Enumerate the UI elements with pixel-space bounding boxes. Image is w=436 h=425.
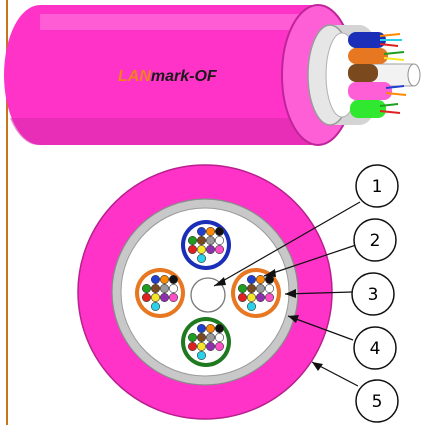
callout-4: 4 xyxy=(353,326,397,370)
leader-line-4 xyxy=(287,315,354,341)
cable-jacket-shade xyxy=(10,118,323,146)
fiber xyxy=(206,227,216,237)
svg-text:4: 4 xyxy=(370,339,381,359)
fiber xyxy=(188,236,198,246)
fiber xyxy=(160,283,170,293)
fiber xyxy=(197,236,207,246)
svg-text:1: 1 xyxy=(372,177,383,197)
fiber xyxy=(215,341,225,351)
fiber xyxy=(206,236,216,246)
fiber xyxy=(160,274,170,284)
fiber xyxy=(255,274,265,284)
fiber xyxy=(215,227,225,237)
tube-bottom-green xyxy=(181,317,231,367)
fiber xyxy=(247,274,257,284)
fiber xyxy=(264,292,274,302)
svg-text:5: 5 xyxy=(372,392,383,412)
fiber xyxy=(247,292,257,302)
brand-prefix: LAN xyxy=(118,68,151,85)
fiber xyxy=(142,283,152,293)
fiber xyxy=(160,292,170,302)
fiber xyxy=(206,341,216,351)
fiber xyxy=(169,292,179,302)
callout-2: 2 xyxy=(353,218,397,262)
svg-text:2: 2 xyxy=(370,231,381,251)
fiber xyxy=(151,301,161,311)
cable-brand-label: LANmark-OF xyxy=(118,68,218,85)
fiber xyxy=(215,245,225,255)
fiber xyxy=(255,283,265,293)
tube-top-blue xyxy=(181,220,231,270)
cable-cross-section xyxy=(77,164,333,420)
fiber xyxy=(142,292,152,302)
tube-left-orange xyxy=(135,268,185,318)
fiber xyxy=(197,245,207,255)
cable-3d-view: LANmark-OF xyxy=(4,4,421,146)
callout-1: 1 xyxy=(355,164,399,208)
fiber xyxy=(247,301,257,311)
fiber xyxy=(238,292,248,302)
callout-3: 3 xyxy=(351,272,395,316)
fiber xyxy=(206,332,216,342)
svg-text:3: 3 xyxy=(368,285,379,305)
fiber xyxy=(151,274,161,284)
fiber xyxy=(206,245,216,255)
fiber xyxy=(197,227,207,237)
fiber xyxy=(188,341,198,351)
fiber xyxy=(215,332,225,342)
fiber xyxy=(188,332,198,342)
leader-line-1 xyxy=(213,201,361,287)
brand-suffix: mark-OF xyxy=(151,68,218,85)
fiber xyxy=(188,245,198,255)
fiber xyxy=(151,283,161,293)
tube-right-orange xyxy=(231,268,281,318)
page-border-line xyxy=(6,0,8,425)
fiber xyxy=(197,323,207,333)
fiber xyxy=(206,323,216,333)
fiber xyxy=(255,292,265,302)
fiber xyxy=(264,283,274,293)
cable-jacket xyxy=(4,5,354,145)
cable-tubes-3d xyxy=(348,32,407,118)
fiber xyxy=(151,292,161,302)
leader-line-2 xyxy=(263,244,357,277)
fiber xyxy=(215,323,225,333)
fiber xyxy=(215,236,225,246)
fiber xyxy=(247,283,257,293)
fiber xyxy=(197,350,207,360)
cable-jacket-highlight xyxy=(40,14,318,30)
callout-5: 5 xyxy=(355,379,399,423)
fiber xyxy=(197,332,207,342)
fiber xyxy=(197,254,207,264)
fiber xyxy=(197,341,207,351)
fiber xyxy=(169,283,179,293)
callouts: 1 2 3 4 5 xyxy=(213,164,399,423)
leader-line-3 xyxy=(284,291,353,295)
fiber xyxy=(238,283,248,293)
central-strength-member xyxy=(190,277,226,313)
fiber xyxy=(169,274,179,284)
